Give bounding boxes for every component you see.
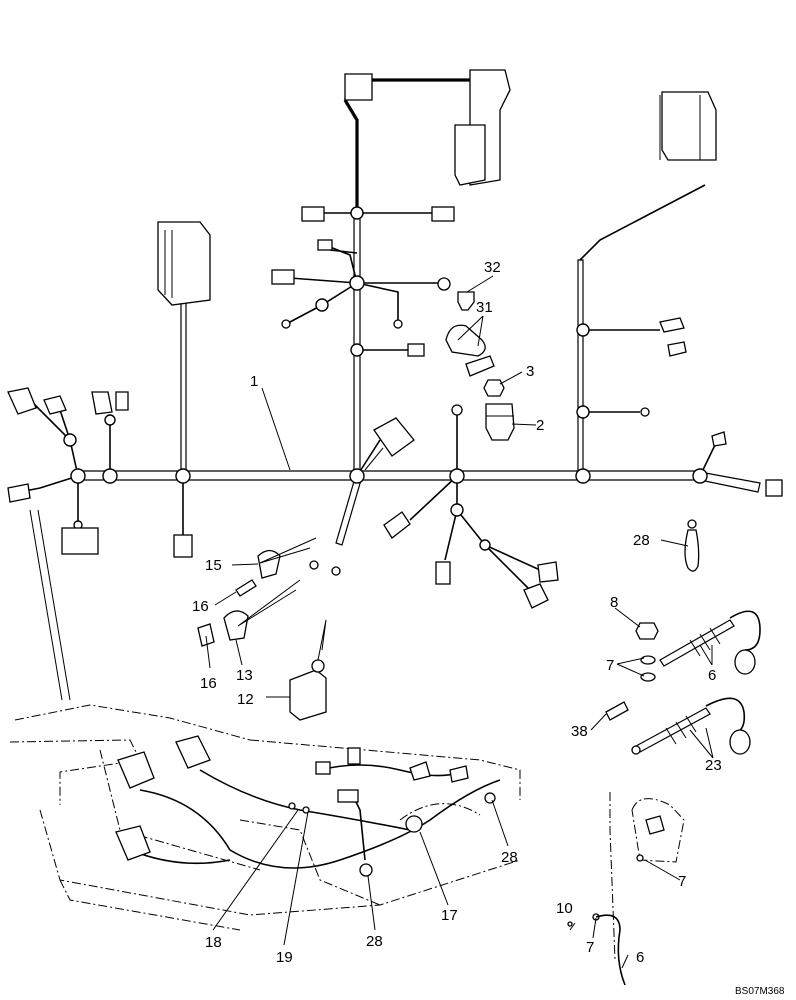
callout-19: 19 bbox=[276, 949, 293, 966]
callout-7-terminal: 7 bbox=[586, 939, 594, 956]
callout-28-harness-right: 28 bbox=[501, 849, 518, 866]
clip-15 bbox=[257, 549, 281, 579]
harness-connectors bbox=[7, 69, 783, 609]
callout-2: 2 bbox=[536, 417, 544, 434]
frame-outline bbox=[9, 704, 521, 931]
callout-7-battery: 7 bbox=[678, 873, 686, 890]
switch-32 bbox=[457, 291, 475, 311]
main-harness bbox=[19, 78, 761, 591]
callout-13: 13 bbox=[236, 667, 253, 684]
callout-18: 18 bbox=[205, 934, 222, 951]
washers-7 bbox=[640, 655, 656, 682]
callout-28-harness-center: 28 bbox=[366, 933, 383, 950]
leader-lines bbox=[29, 275, 714, 969]
callout-32: 32 bbox=[484, 259, 501, 276]
cable-23 bbox=[631, 697, 751, 755]
strap-28 bbox=[684, 519, 700, 572]
callout-12: 12 bbox=[237, 691, 254, 708]
screw-16a bbox=[235, 579, 257, 597]
callout-3: 3 bbox=[526, 363, 534, 380]
callout-10: 10 bbox=[556, 900, 573, 917]
callout-23: 23 bbox=[705, 757, 722, 774]
nut-8 bbox=[635, 622, 659, 640]
callout-6-cable: 6 bbox=[708, 667, 716, 684]
lower-harness bbox=[115, 735, 501, 877]
callout-15: 15 bbox=[205, 557, 222, 574]
callout-28-strap: 28 bbox=[633, 532, 650, 549]
callout-8: 8 bbox=[610, 594, 618, 611]
callout-1: 1 bbox=[250, 373, 258, 390]
battery-detail bbox=[567, 792, 685, 986]
reference-code: BS07M368 bbox=[735, 986, 785, 997]
sensor-2 bbox=[485, 403, 515, 441]
callout-16-upper: 16 bbox=[192, 598, 209, 615]
callout-31: 31 bbox=[476, 299, 493, 316]
nut-3 bbox=[483, 379, 505, 397]
screw-16b bbox=[197, 623, 215, 647]
harness-junctions bbox=[63, 206, 708, 551]
clip-13 bbox=[223, 610, 249, 641]
callout-38: 38 bbox=[571, 723, 588, 740]
callout-6-battery: 6 bbox=[636, 949, 644, 966]
block-12 bbox=[289, 659, 327, 721]
callouts: 1 2 3 32 31 28 8 7 6 38 23 15 16 16 13 1… bbox=[192, 259, 722, 966]
bracket-31 bbox=[445, 324, 495, 377]
screw-38 bbox=[605, 701, 629, 721]
cable-6 bbox=[659, 610, 761, 675]
callout-16-lower: 16 bbox=[200, 675, 217, 692]
callout-7-washers: 7 bbox=[606, 657, 614, 674]
callout-17: 17 bbox=[441, 907, 458, 924]
